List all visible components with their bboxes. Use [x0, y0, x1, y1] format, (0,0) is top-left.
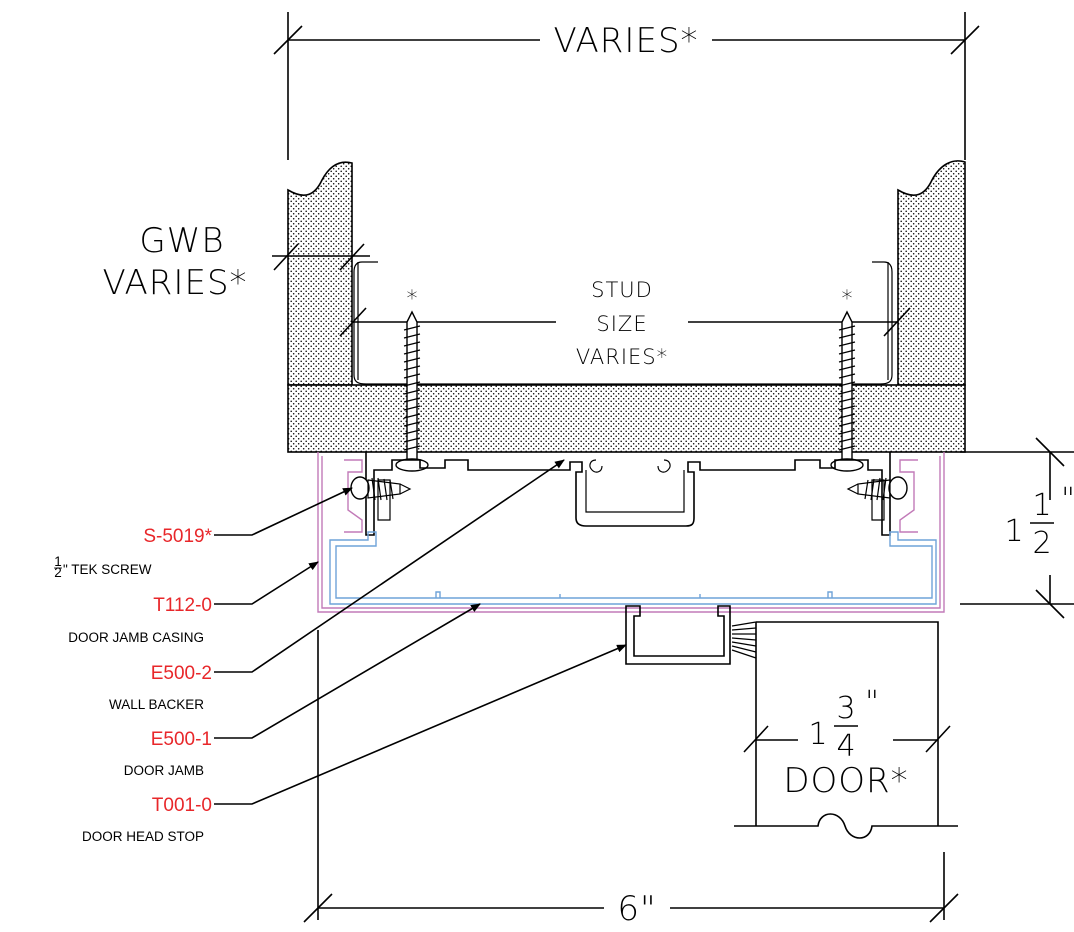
screw-mark-left: *: [407, 287, 418, 312]
door-thickness-numerator: 3: [836, 691, 855, 726]
door-thickness-dimension: 1 3 4 " DOOR*: [743, 685, 951, 801]
gwb-right: [897, 160, 966, 386]
callout-s5019: S-5019* 1 2 " TEK SCREW: [54, 526, 213, 580]
door-jamb-casing: [317, 452, 945, 613]
callout-part-e500-2: E500-2: [151, 663, 212, 684]
bottom-width-label: 6": [617, 889, 656, 929]
callout-desc-frac-num: 1: [54, 554, 62, 569]
door: [734, 621, 958, 839]
gwb-bottom-layer: [287, 384, 966, 453]
bottom-width-dimension: 6": [303, 630, 959, 929]
callout-t001: T001-0 DOOR HEAD STOP: [82, 795, 212, 844]
stud-label-line2: SIZE: [596, 312, 647, 336]
door-head-stop: [625, 605, 757, 665]
callout-e500-1: E500-1 DOOR JAMB: [124, 729, 212, 778]
callout-t112: T112-0 DOOR JAMB CASING: [68, 595, 212, 645]
door-thickness-denominator: 4: [836, 729, 855, 764]
tek-screw-left: [350, 476, 412, 501]
door-thickness-whole: 1: [808, 717, 827, 752]
height-denominator: 2: [1032, 526, 1051, 561]
callout-desc-s5019: " TEK SCREW: [63, 562, 152, 577]
height-dimension: 1 1 2 ": [960, 437, 1074, 619]
overall-width-dimension: VARIES*: [273, 12, 980, 160]
callout-leaders: [214, 459, 627, 805]
stud-size-dimension: STUD SIZE VARIES*: [339, 278, 911, 369]
callout-desc-t001: DOOR HEAD STOP: [82, 829, 204, 844]
callout-part-t001: T001-0: [152, 795, 212, 816]
callout-desc-frac-den: 2: [54, 565, 62, 580]
callout-desc-t112: DOOR JAMB CASING: [68, 630, 204, 645]
callout-e500-2: E500-2 WALL BACKER: [109, 663, 212, 712]
overall-width-label: VARIES*: [553, 21, 698, 61]
gwb-label-line2: VARIES*: [102, 263, 247, 303]
gwb-thickness-dimension: GWB VARIES*: [102, 221, 370, 303]
height-unit: ": [1061, 482, 1074, 517]
callout-part-s5019: S-5019*: [143, 526, 212, 547]
callout-part-t112: T112-0: [153, 595, 212, 616]
gwb-label-line1: GWB: [139, 221, 224, 261]
stud-channel: [353, 261, 893, 385]
door-jamb-extrusion: [329, 531, 937, 605]
door-thickness-unit: ": [865, 685, 879, 720]
callout-desc-e500-2: WALL BACKER: [109, 697, 204, 712]
callout-part-e500-1: E500-1: [151, 729, 212, 750]
screw-mark-right: *: [842, 287, 853, 312]
tek-screw-right: [846, 476, 908, 501]
door-label: DOOR*: [783, 761, 908, 801]
stud-label-line3: VARIES*: [576, 345, 668, 369]
gwb-left: [287, 161, 353, 386]
wall-backer-extrusion: [365, 452, 891, 536]
screw-right: *: [830, 287, 864, 472]
stud-label-line1: STUD: [591, 278, 653, 302]
height-numerator: 1: [1032, 488, 1051, 523]
height-whole: 1: [1004, 514, 1023, 549]
callout-desc-e500-1: DOOR JAMB: [124, 763, 204, 778]
